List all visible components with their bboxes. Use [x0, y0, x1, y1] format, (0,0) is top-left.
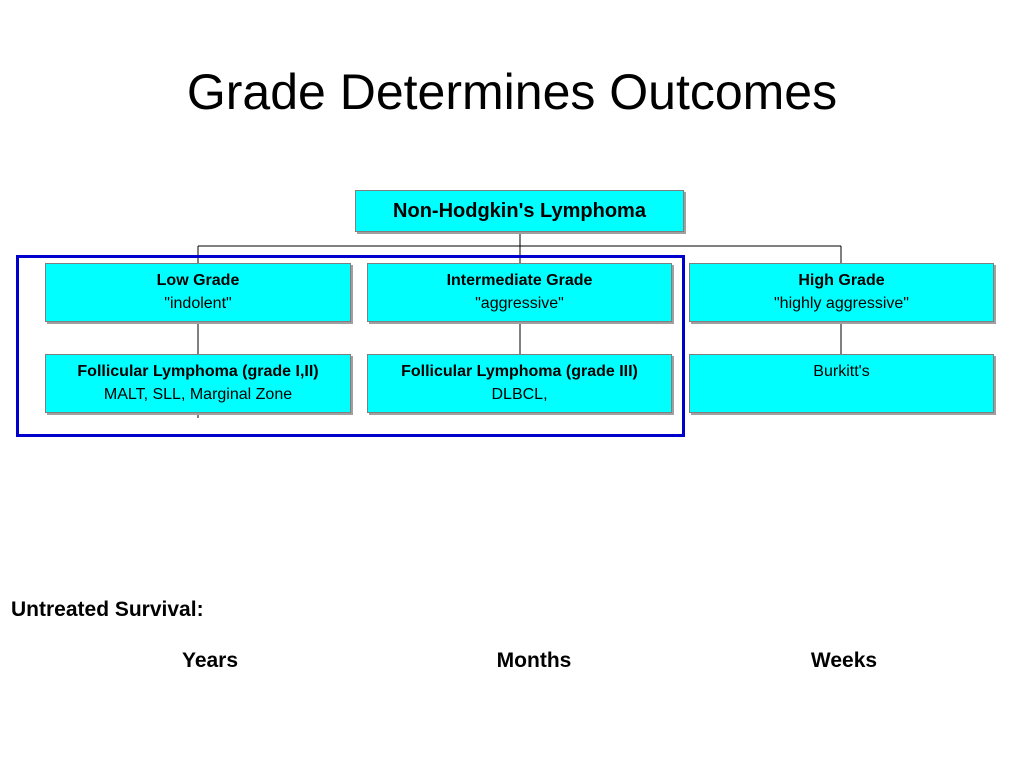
root-node: Non-Hodgkin's Lymphoma	[355, 190, 684, 232]
low-grade-title: Low Grade	[156, 272, 240, 289]
low-grade-node: Low Grade "indolent"	[45, 263, 351, 322]
high-grade-example-node: Burkitt's	[689, 354, 994, 413]
intermediate-grade-example-title: Follicular Lymphoma (grade III)	[401, 363, 638, 380]
low-grade-example-detail: MALT, SLL, Marginal Zone	[103, 386, 293, 403]
high-grade-example-detail: Burkitt's	[813, 363, 870, 380]
low-grade-example-title: Follicular Lymphoma (grade I,II)	[77, 363, 319, 380]
survival-high-grade-value: Weeks	[810, 649, 878, 672]
high-grade-subtitle: "highly aggressive"	[774, 295, 909, 312]
survival-low-grade-value: Years	[181, 649, 239, 672]
intermediate-grade-title: Intermediate Grade	[446, 272, 593, 289]
root-node-label: Non-Hodgkin's Lymphoma	[393, 200, 646, 222]
intermediate-grade-example-detail: DLBCL,	[491, 386, 548, 403]
intermediate-grade-example-node: Follicular Lymphoma (grade III) DLBCL,	[367, 354, 672, 413]
low-intermediate-highlight-frame	[16, 255, 685, 437]
slide-title: Grade Determines Outcomes	[186, 64, 838, 120]
untreated-survival-label: Untreated Survival:	[11, 598, 204, 621]
high-grade-node: High Grade "highly aggressive"	[689, 263, 994, 322]
low-grade-example-node: Follicular Lymphoma (grade I,II) MALT, S…	[45, 354, 351, 413]
low-grade-subtitle: "indolent"	[164, 295, 232, 312]
intermediate-grade-node: Intermediate Grade "aggressive"	[367, 263, 672, 322]
intermediate-grade-subtitle: "aggressive"	[475, 295, 564, 312]
high-grade-title: High Grade	[798, 272, 885, 289]
survival-intermediate-grade-value: Months	[496, 649, 572, 672]
